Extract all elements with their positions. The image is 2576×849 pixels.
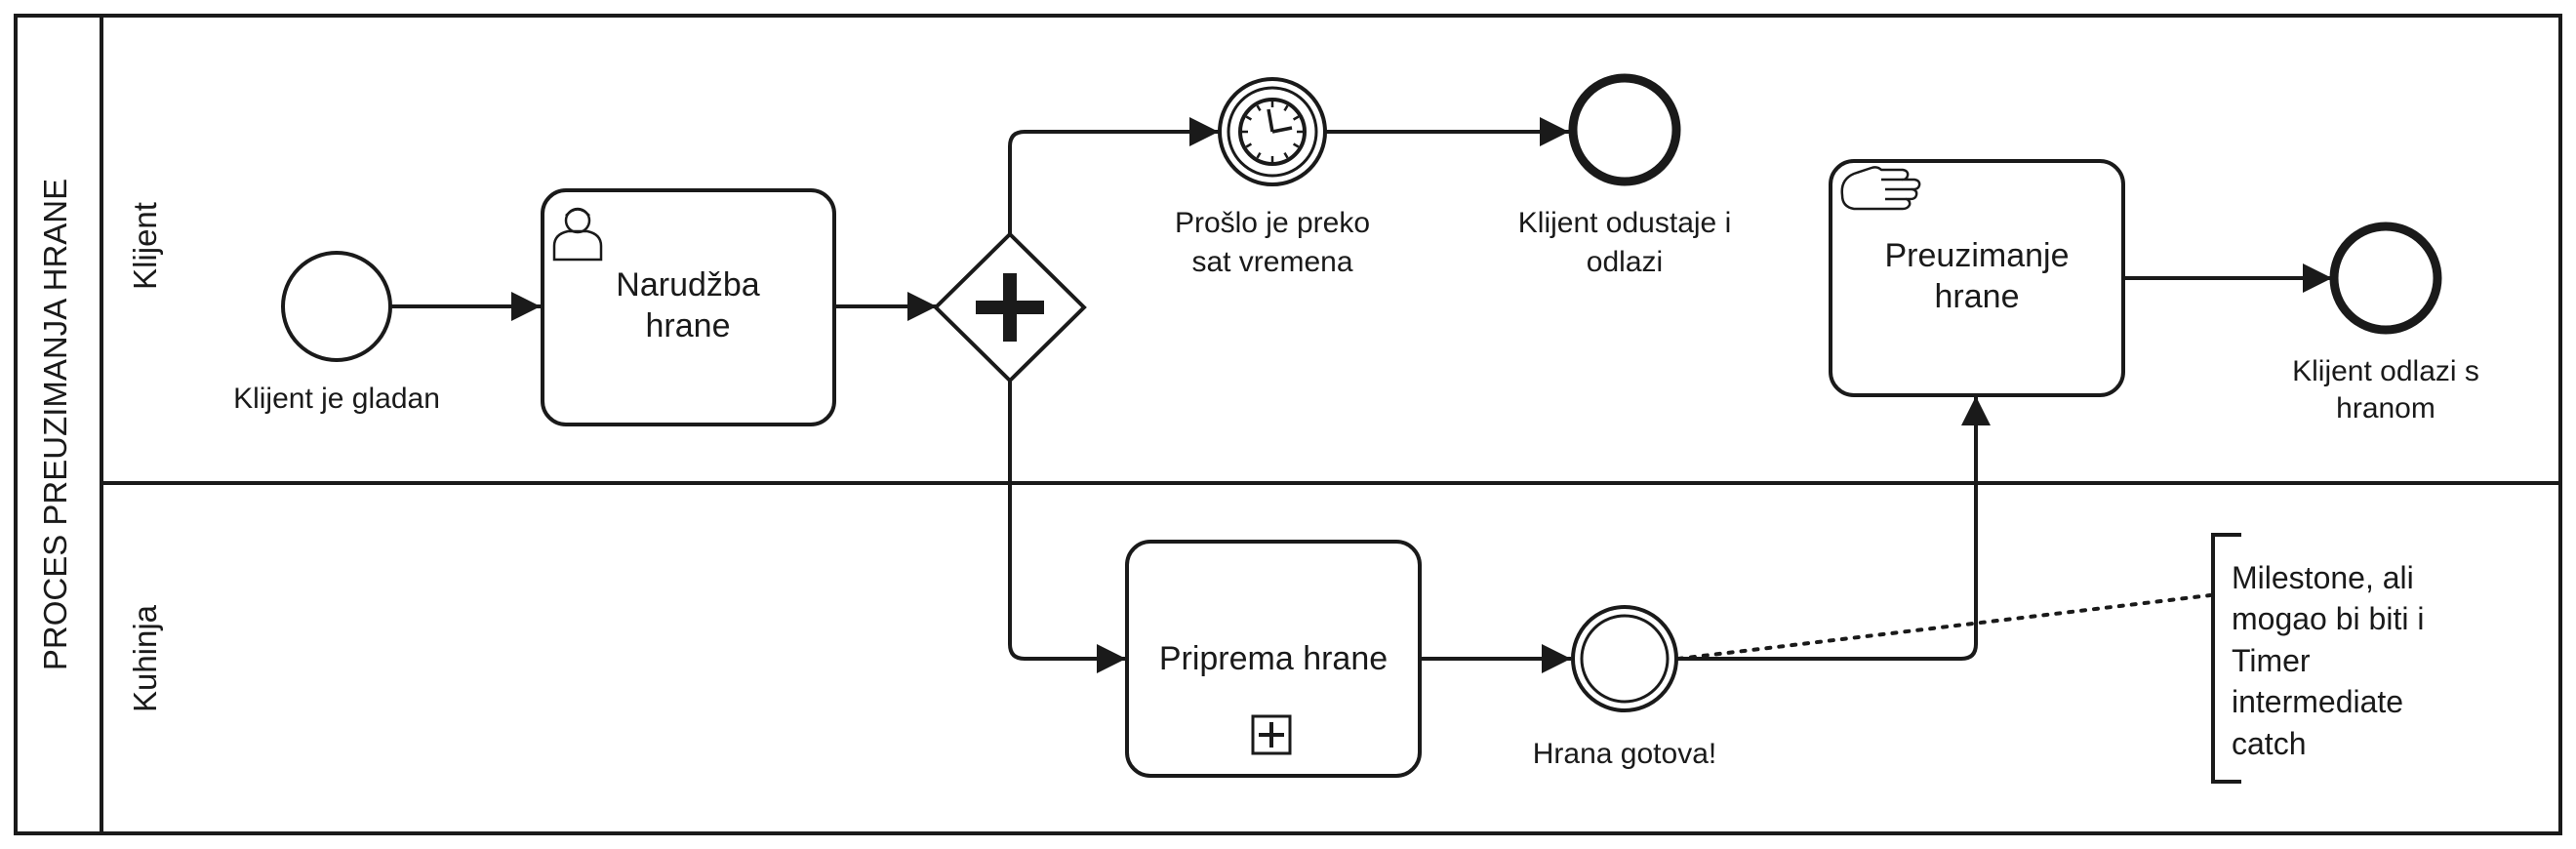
end-event-giveup[interactable]: Klijent odustaje i odlazi xyxy=(1518,73,1731,278)
timer-event-label-2: sat vremena xyxy=(1191,246,1352,278)
annotation-line-3: Timer xyxy=(2232,643,2311,678)
end-event-withfood-label-1: Klijent odlazi s xyxy=(2292,355,2479,387)
clock-icon xyxy=(1238,98,1307,166)
task-narudzba-box[interactable] xyxy=(541,188,836,426)
flow-gateway-to-timer xyxy=(1008,117,1219,234)
parallel-gateway[interactable] xyxy=(933,231,1087,384)
start-event-circle[interactable] xyxy=(281,251,392,362)
annotation-line-4: intermediate xyxy=(2232,684,2403,719)
subprocess-priprema-label: Priprema hrane xyxy=(1159,640,1388,677)
task-narudzba-label-2: hrane xyxy=(646,307,731,344)
task-narudzba-label-1: Narudžba xyxy=(616,266,760,303)
association-dotted xyxy=(1676,593,2212,661)
lane-name-kuhinja: Kuhinja xyxy=(127,604,163,712)
flow-ready-to-pickup xyxy=(1677,396,1991,661)
timer-event-inner xyxy=(1227,86,1318,178)
annotation-line-2: mogao bi biti i xyxy=(2232,601,2424,636)
end-event-withfood-label-2: hranom xyxy=(2336,392,2435,424)
collapsed-subprocess-icon xyxy=(1251,714,1292,755)
end-event-withfood-circle[interactable] xyxy=(2329,222,2442,335)
end-event-giveup-label-1: Klijent odustaje i xyxy=(1518,207,1731,239)
user-icon xyxy=(552,207,603,262)
end-event-giveup-label-2: odlazi xyxy=(1587,246,1663,278)
plus-icon xyxy=(976,273,1044,342)
task-preuzimanje-box[interactable] xyxy=(1829,159,2125,397)
annotation-line-5: catch xyxy=(2232,726,2306,761)
end-event-giveup-circle[interactable] xyxy=(1568,73,1681,186)
start-event-label: Klijent je gladan xyxy=(233,383,440,415)
intermediate-event-ready-label: Hrana gotova! xyxy=(1533,738,1716,770)
intermediate-event-ready[interactable]: Hrana gotova! xyxy=(1533,605,1716,770)
lane-kuhinja: Kuhinja xyxy=(127,604,163,712)
task-preuzimanje-label-2: hrane xyxy=(1935,278,2020,315)
sequence-flows xyxy=(391,117,2332,673)
lane-name-klijent: Klijent xyxy=(127,202,163,290)
pool-name: PROCES PREUZIMANJA HRANE xyxy=(37,179,73,670)
intermediate-event-ready-outer[interactable] xyxy=(1571,605,1678,712)
intermediate-event-ready-inner xyxy=(1580,614,1670,704)
end-event-withfood[interactable]: Klijent odlazi s hranom xyxy=(2292,222,2479,424)
task-narudzba[interactable]: Narudžba hrane xyxy=(541,188,836,426)
flow-gateway-to-prepare xyxy=(1008,381,1126,673)
annotation-bracket xyxy=(2211,533,2241,784)
task-preuzimanje[interactable]: Preuzimanje hrane xyxy=(1829,159,2125,397)
annotation-line-1: Milestone, ali xyxy=(2232,560,2414,595)
subprocess-priprema-box[interactable] xyxy=(1125,540,1422,778)
task-preuzimanje-label-1: Preuzimanje xyxy=(1885,237,2070,274)
hand-icon xyxy=(1840,166,1921,211)
text-annotation[interactable]: Milestone, ali mogao bi biti i Timer int… xyxy=(2211,533,2424,784)
timer-event-label-1: Prošlo je preko xyxy=(1175,207,1370,239)
start-event[interactable]: Klijent je gladan xyxy=(233,251,440,415)
pool-border xyxy=(14,14,2562,835)
timer-event[interactable]: Prošlo je preko sat vremena xyxy=(1175,77,1370,278)
lane-klijent: Klijent xyxy=(127,202,163,290)
subprocess-priprema[interactable]: Priprema hrane xyxy=(1125,540,1422,778)
